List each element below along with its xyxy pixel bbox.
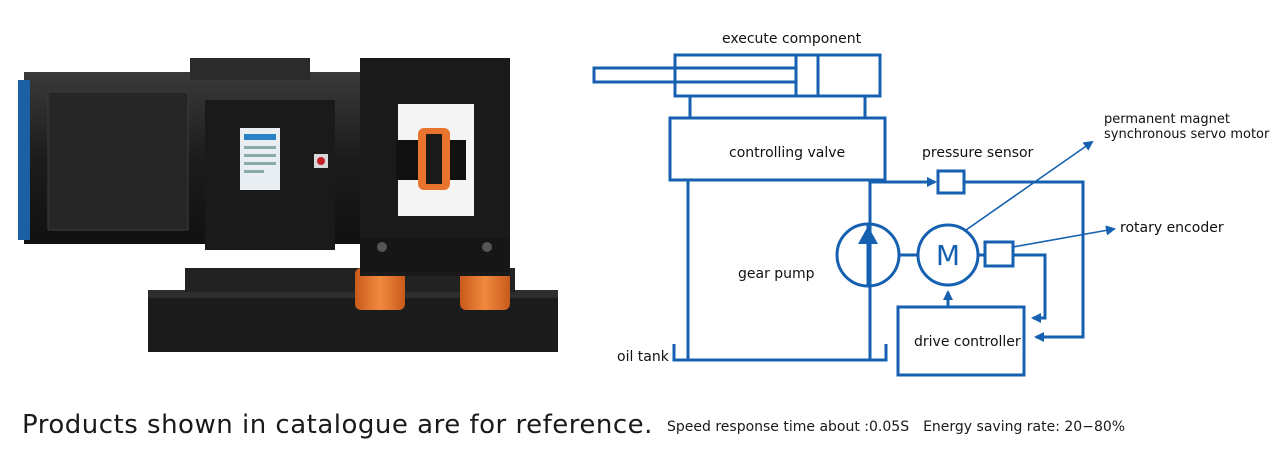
motor-symbol-letter: M [936, 239, 960, 272]
label-rotary-encoder: rotary encoder [1120, 220, 1224, 236]
label-drive-controller: drive controller [914, 334, 1021, 350]
label-pm-motor-2: synchronous servo motor [1104, 127, 1270, 142]
spec-line: Speed response time about :0.05S Energy s… [667, 419, 1125, 435]
speed-response-spec: Speed response time about :0.05S [667, 419, 910, 435]
label-gear-pump: gear pump [738, 266, 815, 282]
rubber-mount [460, 268, 510, 310]
drive-controller-box [896, 305, 1026, 377]
label-controlling-valve: controlling valve [729, 145, 845, 161]
product-photo [18, 58, 558, 352]
pressure-sensor [936, 169, 966, 195]
execute-component [673, 53, 882, 98]
label-pressure-sensor: pressure sensor [922, 145, 1034, 161]
energy-saving-spec: Energy saving rate: 20−80% [923, 419, 1126, 435]
oil-tank [672, 344, 888, 362]
label-pm-motor-1: permanent magnet [1104, 112, 1230, 127]
rubber-mount [355, 268, 405, 310]
controlling-valve [668, 116, 887, 182]
rotary-encoder-symbol [983, 240, 1015, 268]
hydraulic-diagram: execute component controlling valve pres… [592, 31, 1270, 377]
catalogue-disclaimer: Products shown in catalogue are for refe… [22, 410, 653, 440]
label-oil-tank: oil tank [617, 349, 670, 365]
piston-rod [592, 66, 798, 84]
label-execute-component: execute component [722, 31, 862, 47]
